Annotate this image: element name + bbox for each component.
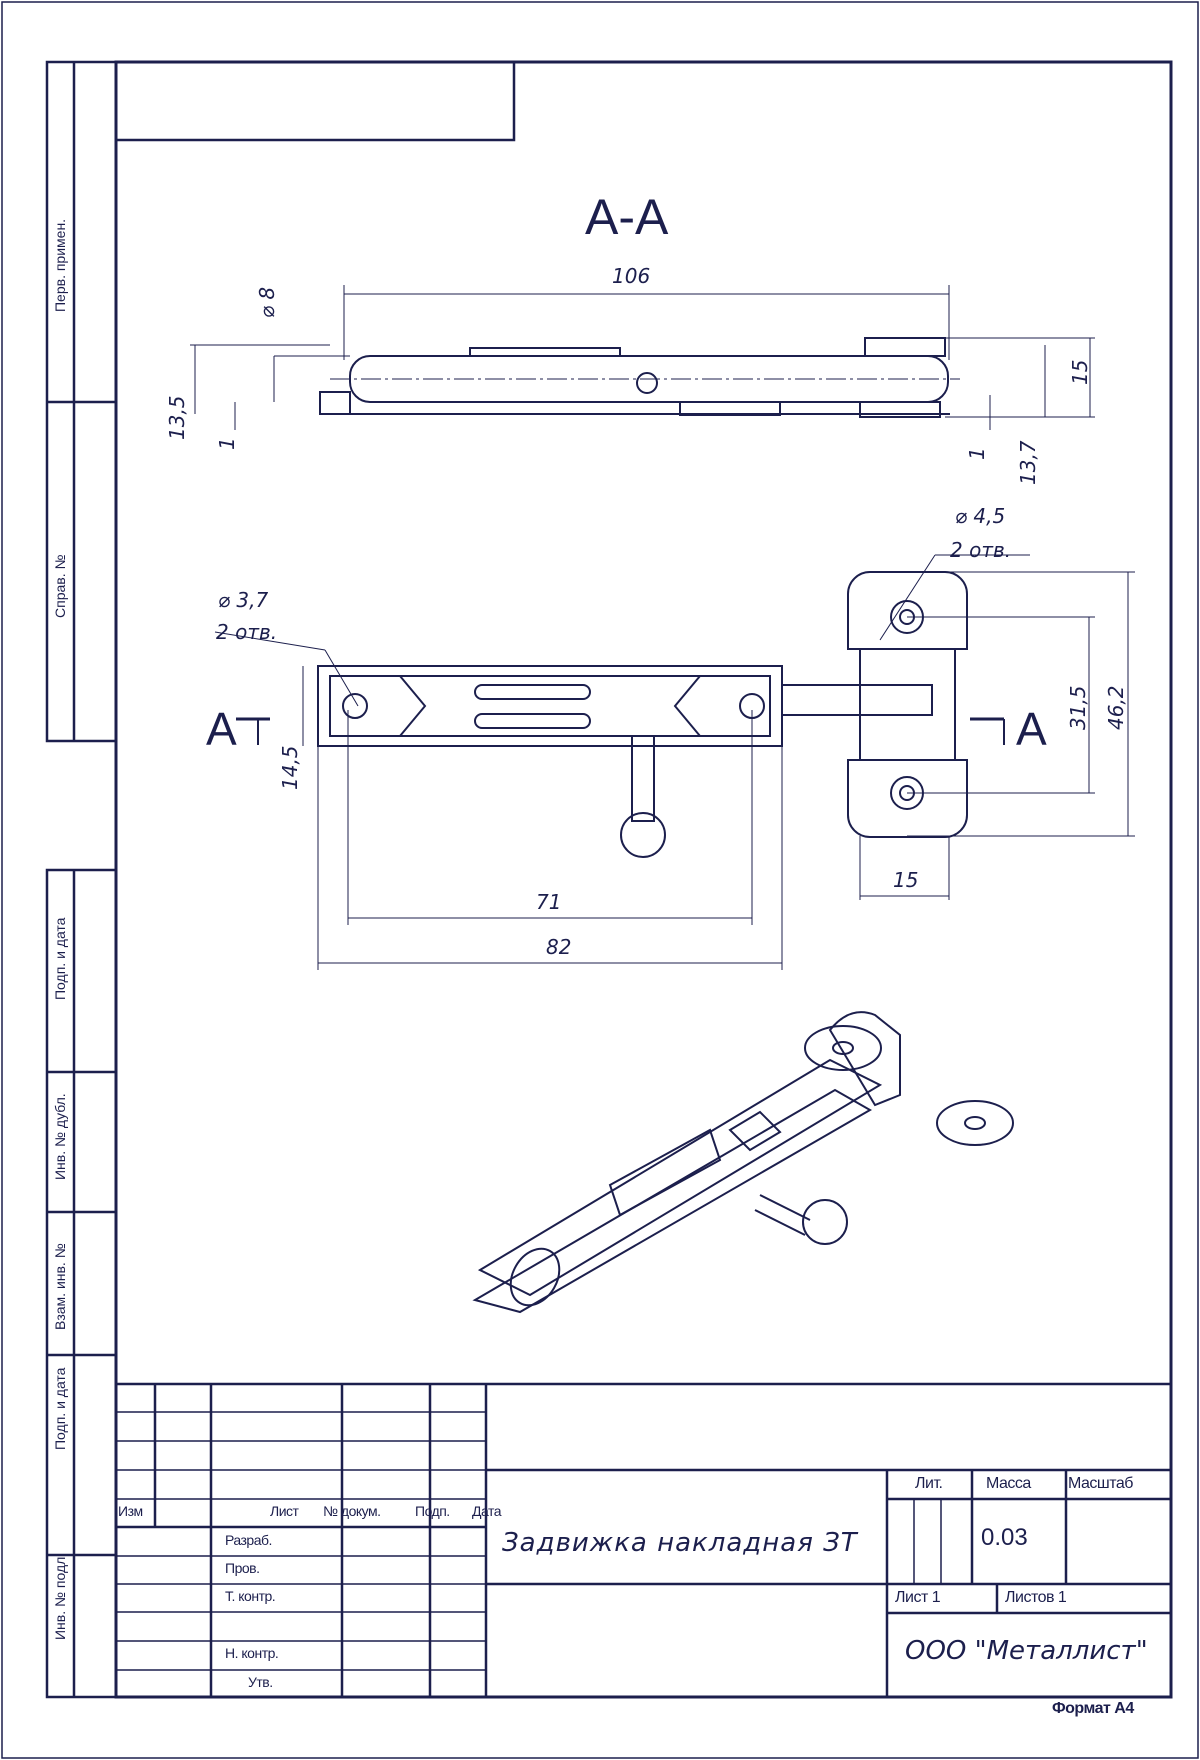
dim-length-106: 106	[612, 264, 651, 288]
dim-width-14-5: 14,5	[278, 745, 302, 790]
dim-46-2: 46,2	[1104, 685, 1128, 730]
header-date: Дата	[472, 1503, 502, 1519]
dim-15: 15	[893, 868, 919, 892]
role-norm-control: Н. контр.	[225, 1645, 279, 1661]
dim-height-15: 15	[1068, 359, 1092, 385]
side-label-podp-data-1: Подп. и дата	[52, 917, 68, 1000]
dim-82: 82	[546, 935, 572, 959]
sheet-count: Листов 1	[1005, 1589, 1067, 1606]
header-signature: Подп.	[415, 1503, 450, 1519]
side-strip-grid	[45, 60, 118, 1699]
side-label-sprav: Справ. №	[52, 554, 68, 619]
plan-view	[317, 571, 968, 858]
section-dimension-lines	[190, 285, 1095, 430]
isometric-view	[472, 1011, 1014, 1314]
header-list: Лист	[270, 1503, 299, 1519]
side-label-podp-data-2: Подп. и дата	[52, 1367, 68, 1450]
side-label-inv-podl: Инв. № подл.	[52, 1552, 68, 1640]
dim-hole-4-5: ⌀ 4,5	[955, 504, 1006, 528]
dim-gap-left-1: 1	[215, 437, 239, 450]
dim-height-13-7: 13,7	[1016, 440, 1040, 485]
dim-height-13-5: 13,5	[165, 395, 189, 440]
dim-71: 71	[536, 890, 562, 914]
dim-hole-4-5-qty: 2 отв.	[950, 538, 1012, 562]
plan-dimension-lines	[214, 554, 1135, 970]
drawing-title: Задвижка накладная ЗТ	[502, 1528, 858, 1558]
top-left-box	[114, 60, 516, 142]
side-label-vzam-inv: Взам. инв. №	[52, 1243, 68, 1330]
sheet-number: Лист 1	[895, 1589, 941, 1606]
side-label-inv-dubl: Инв. № дубл.	[52, 1093, 68, 1180]
mass-value: 0.03	[981, 1524, 1028, 1551]
header-doc-no: № докум.	[323, 1503, 381, 1519]
format-label: Формат А4	[1052, 1700, 1134, 1717]
scale-label: Масштаб	[1068, 1475, 1133, 1492]
dim-31-5: 31,5	[1066, 685, 1090, 730]
lit-label: Лит.	[915, 1475, 943, 1492]
title-block-grid	[116, 1382, 1171, 1697]
header-izm: Изм	[118, 1503, 143, 1519]
section-marker-left: А	[206, 703, 237, 755]
section-marker-right: А	[1016, 703, 1047, 755]
section-view	[319, 337, 960, 418]
role-checker: Пров.	[225, 1560, 260, 1576]
mass-label: Масса	[986, 1475, 1031, 1492]
role-tech-control: Т. контр.	[225, 1588, 276, 1604]
dim-gap-right-1: 1	[965, 447, 989, 460]
section-title: А-А	[585, 189, 669, 245]
title-block-thin-rows	[116, 1411, 486, 1671]
side-label-perv-primen: Перв. примен.	[52, 218, 68, 312]
role-developer: Разраб.	[225, 1532, 272, 1548]
dim-hole-3-7-qty: 2 отв.	[216, 620, 278, 644]
company-name: ООО "Металлист"	[905, 1636, 1148, 1666]
dim-hole-3-7: ⌀ 3,7	[218, 588, 269, 612]
dim-diameter-8: ⌀ 8	[255, 286, 279, 318]
role-approved: Утв.	[248, 1674, 273, 1690]
